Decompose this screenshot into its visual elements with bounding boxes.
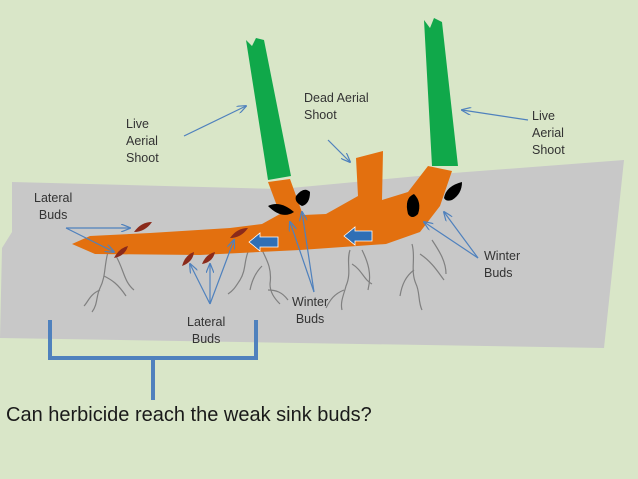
flow-arrow [343,226,373,246]
winter-bud [268,204,294,215]
winter-buds-center-label: Winter Buds [292,295,329,326]
winter-bud [295,189,310,206]
live-aerial-shoot-left-label: Live Aerial Shoot [126,117,159,165]
lateral-bud [114,246,128,258]
roots [83,239,447,313]
lateral-bud [230,228,248,238]
lateral-buds-center-label: Lateral Buds [187,315,226,346]
caption: Can herbicide reach the weak sink buds? [6,404,372,426]
lateral-bud [202,252,215,264]
live-aerial-shoot-right-stem [424,18,458,166]
dead-aerial-shoot-label: Dead Aerial Shoot [304,91,369,122]
lateral-buds [114,222,248,266]
bracket [48,320,258,400]
lateral-bud [182,252,194,266]
winter-bud [444,182,462,201]
winter-buds [268,182,462,217]
pointer-arrows [65,106,529,305]
lateral-buds-left-label: Lateral Buds [34,191,73,222]
lateral-bud [134,222,152,232]
winter-buds-right-label: Winter Buds [484,249,521,280]
rhizome [72,151,452,255]
live-aerial-shoot-left-stem [246,38,291,180]
soil-band [0,160,624,348]
winter-bud [406,194,420,217]
flow-arrows [248,226,373,252]
flow-arrow [248,232,279,252]
live-aerial-shoot-right-label: Live Aerial Shoot [532,109,565,157]
